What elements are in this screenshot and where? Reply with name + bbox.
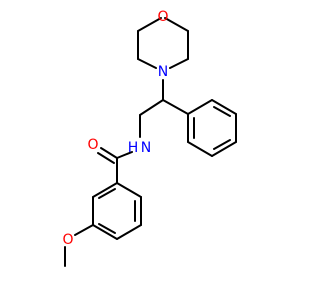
phenyl-bond-2	[211, 99, 237, 115]
phenyl-bond-4	[211, 141, 237, 157]
benzoyl-double-3	[98, 188, 116, 199]
phenyl-bond-5	[187, 141, 213, 157]
morpholine-oxygen-label: O	[157, 9, 168, 25]
phenyl-bond-1	[187, 99, 213, 115]
benzoyl-ring	[92, 182, 142, 240]
bond-ch-ch2	[139, 99, 164, 116]
phenyl-double-2	[213, 139, 231, 150]
phenyl-double-1	[213, 106, 231, 117]
bond-morph-o-c1	[164, 17, 189, 32]
benzoyl-bond-4	[92, 224, 118, 240]
morpholine-nitrogen-label: N	[158, 64, 168, 80]
methoxy-oxygen-label: O	[62, 232, 73, 248]
carbonyl-group	[97, 147, 118, 184]
amide-hydrogen-label: H	[128, 140, 139, 156]
carbonyl-double-outer	[100, 147, 118, 159]
morpholine-ring	[137, 17, 189, 69]
phenyl-ring	[162, 99, 237, 157]
methoxy-group	[64, 224, 94, 267]
carbonyl-oxygen-label: O	[87, 137, 98, 153]
amide-nitrogen-label: N	[141, 140, 151, 156]
carbonyl-double-inner	[97, 152, 115, 164]
bond-morph-n-c3	[137, 58, 157, 69]
benzoyl-bond-1	[116, 182, 142, 198]
bond-morph-c4-o	[137, 17, 162, 32]
bond-nh-carbonyl-c	[116, 151, 133, 159]
bond-ch-phenyl	[162, 99, 189, 115]
benzoyl-bond-6	[92, 182, 118, 198]
bond-morph-c2-n	[169, 58, 189, 69]
chemical-structure: O N N H O O	[62, 9, 237, 267]
benzoyl-double-2	[98, 223, 116, 234]
ethyl-linker	[116, 79, 164, 159]
bond-ring-methoxy-o	[74, 224, 94, 236]
benzoyl-bond-3	[116, 224, 142, 240]
